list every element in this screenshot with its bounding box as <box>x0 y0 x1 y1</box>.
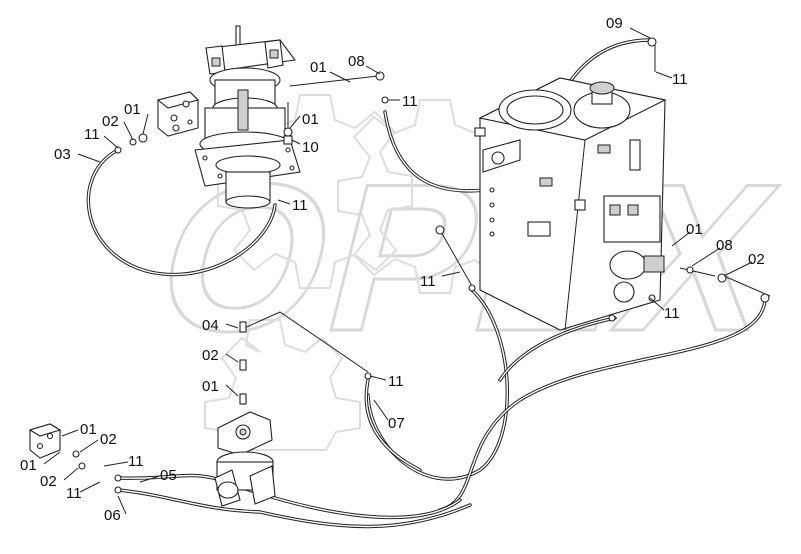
label-01-bl: 01 <box>20 457 37 474</box>
label-05: 05 <box>160 467 177 484</box>
label-01-center: 01 <box>202 378 219 395</box>
label-09: 09 <box>606 15 623 32</box>
hydraulic-motor <box>214 411 276 507</box>
label-11-bl: 11 <box>66 485 82 502</box>
label-01-bl-top: 01 <box>80 421 97 438</box>
label-04: 04 <box>202 317 219 334</box>
label-02-center: 02 <box>202 347 219 364</box>
left-valve-block <box>156 91 200 137</box>
label-11-swivel: 11 <box>292 197 308 214</box>
leaders <box>43 27 753 515</box>
pipes <box>239 45 771 373</box>
label-01-left: 01 <box>124 101 141 118</box>
label-08-right: 08 <box>716 237 733 254</box>
label-02-bl: 02 <box>40 473 57 490</box>
label-08-top: 08 <box>348 53 365 70</box>
label-02-bl-top: 02 <box>100 431 117 448</box>
label-11-tank-top: 11 <box>672 71 688 88</box>
label-10: 10 <box>302 139 319 156</box>
label-11-center: 11 <box>388 373 404 390</box>
swivel-joint <box>194 25 301 209</box>
bottom-left-valve-block <box>28 423 62 459</box>
labels: 01 08 11 09 11 01 02 11 03 01 10 11 11 0… <box>20 15 765 524</box>
label-01-swivel: 01 <box>302 111 319 128</box>
label-11-left: 11 <box>84 126 100 143</box>
label-11-mid: 11 <box>420 273 436 290</box>
label-01-right: 01 <box>686 221 703 238</box>
label-02-right: 02 <box>748 251 765 268</box>
hydraulic-tank <box>474 77 667 331</box>
label-02-left: 02 <box>102 113 119 130</box>
label-01-top: 01 <box>310 59 327 76</box>
label-11-top: 11 <box>402 93 418 110</box>
label-03: 03 <box>54 146 71 163</box>
label-11-bl-top: 11 <box>128 453 144 470</box>
label-11-right: 11 <box>664 305 680 322</box>
label-07: 07 <box>388 415 405 432</box>
label-06: 06 <box>104 507 121 524</box>
